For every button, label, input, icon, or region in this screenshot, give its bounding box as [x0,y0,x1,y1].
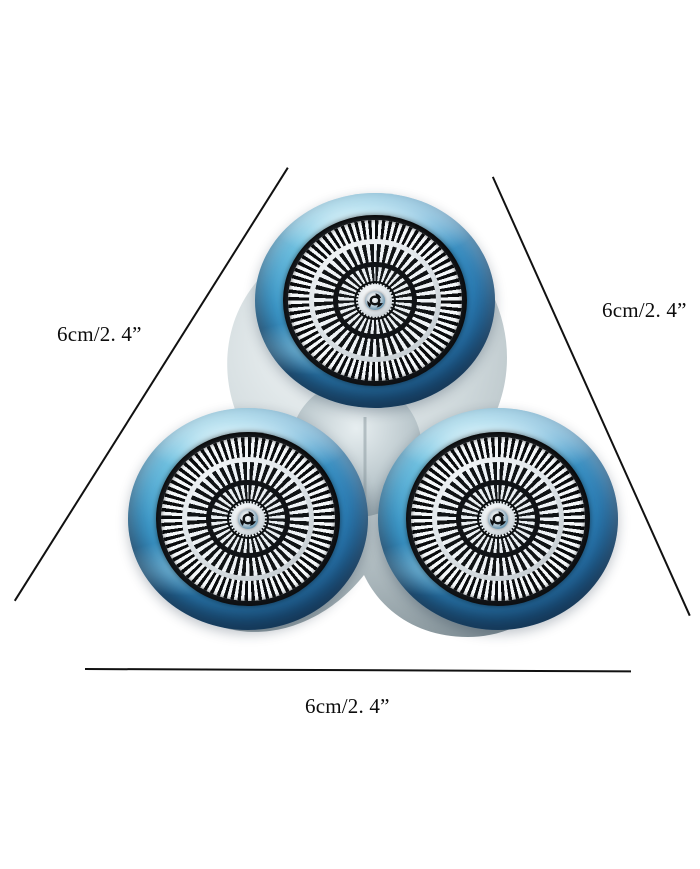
top-head-cutter [288,220,462,381]
bottom-dimension-label: 6cm/2. 4” [305,694,390,718]
left-dimension-label: 6cm/2. 4” [57,322,142,346]
bottom-right-head-rotary-blades [487,509,509,529]
bottom-right-head-cutter [411,437,585,601]
right-dimension-label: 6cm/2. 4” [602,298,687,322]
bottom-right-shaver-head [378,408,618,630]
bottom-left-shaver-head [128,408,368,630]
top-head-rotary-blades [364,290,386,311]
bottom-left-head-cutter [161,437,335,601]
bottom-left-head-rotary-blades [237,509,259,529]
top-shaver-head [255,193,495,408]
